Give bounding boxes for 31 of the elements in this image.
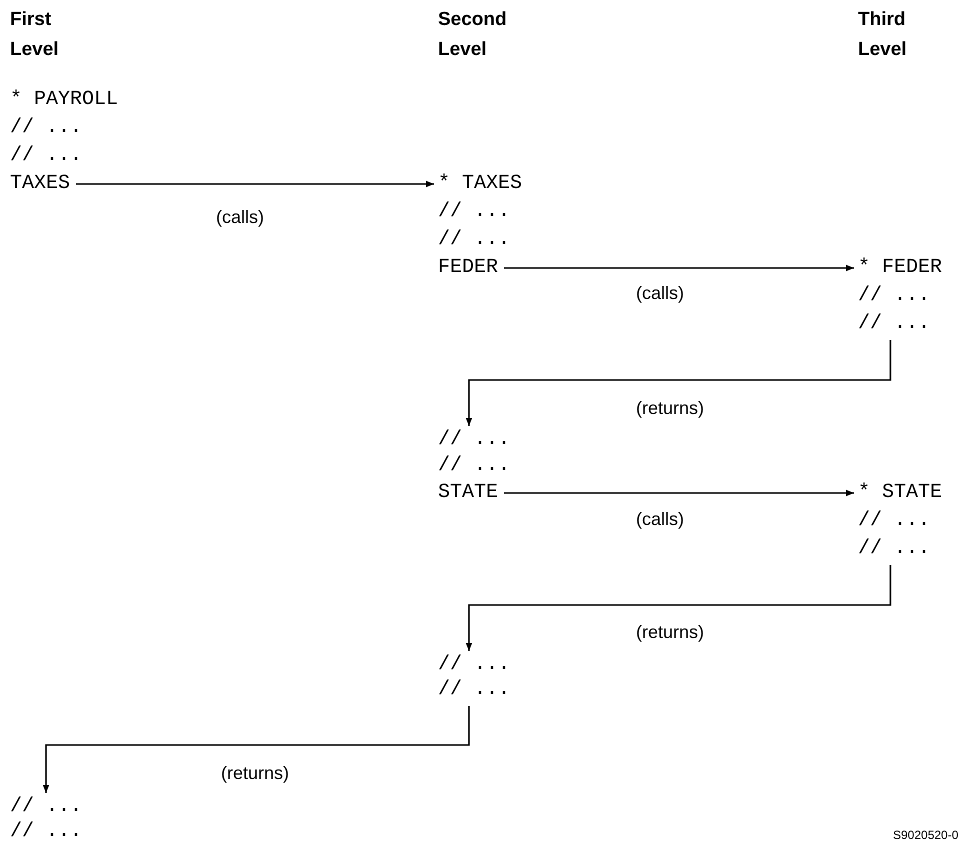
code-line: * FEDER <box>858 256 942 280</box>
arrow <box>504 264 854 272</box>
code-line: // ... <box>858 537 930 561</box>
code-line: // ... <box>438 653 510 677</box>
code-line: * PAYROLL <box>10 88 118 112</box>
code-line: FEDER <box>438 256 498 280</box>
code-line: * STATE <box>858 481 942 505</box>
code-line: // ... <box>858 312 930 336</box>
code-line: // ... <box>438 228 510 252</box>
code-line: // ... <box>858 284 930 308</box>
code-line: STATE <box>438 481 498 505</box>
figure-number: S9020520-0 <box>893 828 958 842</box>
column-heading: Second Level <box>438 8 508 62</box>
column-heading: First Level <box>10 8 60 62</box>
arrow <box>466 340 892 426</box>
column-heading: Third Level <box>858 8 908 62</box>
arrow <box>76 180 434 188</box>
arrow <box>466 565 892 651</box>
code-line: // ... <box>10 820 82 844</box>
code-line: // ... <box>438 678 510 702</box>
code-line: // ... <box>10 144 82 168</box>
code-line: // ... <box>858 509 930 533</box>
code-line: // ... <box>10 795 82 819</box>
code-line: TAXES <box>10 172 70 196</box>
code-line: // ... <box>438 200 510 224</box>
arrow <box>42 706 470 793</box>
code-line: * TAXES <box>438 172 522 196</box>
code-line: // ... <box>438 428 510 452</box>
code-line: // ... <box>438 454 510 478</box>
code-line: // ... <box>10 116 82 140</box>
arrow <box>504 490 854 496</box>
